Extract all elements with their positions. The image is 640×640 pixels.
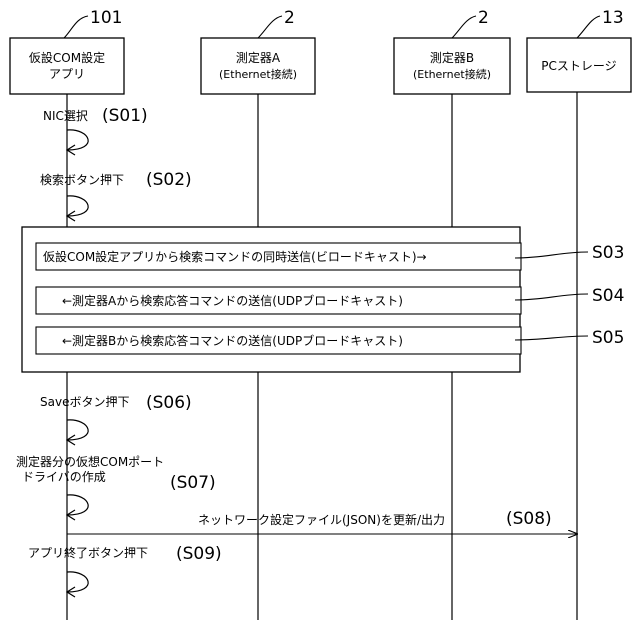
actor-box-device-b	[394, 38, 510, 94]
step-s03: 仮設COM設定アプリから検索コマンドの同時送信(ビロードキャスト)→ S03	[36, 243, 624, 270]
step-s02: 検索ボタン押下 (S02)	[40, 170, 192, 221]
step-s04-code: S04	[592, 286, 624, 306]
step-s01-label: NIC選択	[43, 109, 88, 123]
ref-leader-device-b	[452, 16, 476, 38]
step-s06-code: (S06)	[146, 393, 192, 413]
message-s05-text: ←測定器Bから検索応答コマンドの送信(UDPブロードキャスト)	[62, 333, 403, 348]
self-loop-s02	[67, 196, 88, 216]
self-loop-s07	[67, 495, 88, 515]
actor-box-app	[10, 38, 124, 94]
actor-box-device-a	[201, 38, 315, 94]
step-s02-code: (S02)	[146, 170, 192, 190]
step-s05: ←測定器Bから検索応答コマンドの送信(UDPブロードキャスト) S05	[36, 327, 624, 354]
actor-label-pc-storage: PCストレージ	[541, 59, 616, 73]
step-s09-label: アプリ終了ボタン押下	[28, 545, 148, 560]
message-s03-text: 仮設COM設定アプリから検索コマンドの同時送信(ビロードキャスト)→	[43, 249, 427, 264]
ref-number-device-a: 2	[284, 8, 295, 28]
step-s08-label: ネットワーク設定ファイル(JSON)を更新/出力	[198, 512, 445, 527]
ref-leader-app	[64, 16, 88, 38]
actor-device-b: 2 測定器B (Ethernet接続)	[394, 8, 510, 94]
step-s02-label: 検索ボタン押下	[40, 173, 124, 187]
actor-device-a: 2 測定器A (Ethernet接続)	[201, 8, 315, 94]
ref-number-device-b: 2	[478, 8, 489, 28]
self-loop-s09	[67, 572, 88, 592]
step-s01-code: (S01)	[102, 106, 148, 126]
step-s07-code: (S07)	[170, 473, 216, 493]
actor-label-device-b-line2: (Ethernet接続)	[413, 67, 491, 81]
self-loop-s06	[67, 420, 88, 440]
step-s09: アプリ終了ボタン押下 (S09)	[28, 544, 222, 597]
ref-leader-pc-storage	[577, 16, 600, 38]
actor-app: 101 仮設COM設定 アプリ	[10, 8, 124, 94]
step-s07-label-line2: ドライバの作成	[22, 470, 106, 484]
actor-label-device-b-line1: 測定器B	[430, 50, 474, 65]
ref-number-app: 101	[90, 8, 122, 28]
step-s04: ←測定器Aから検索応答コマンドの送信(UDPブロードキャスト) S04	[36, 286, 624, 314]
ref-leader-device-a	[258, 16, 282, 38]
step-s06-label: Saveボタン押下	[40, 395, 129, 409]
actor-label-device-a-line1: 測定器A	[236, 50, 281, 65]
ref-number-pc-storage: 13	[602, 8, 624, 28]
step-s01: NIC選択 (S01)	[43, 106, 148, 155]
step-s08: ネットワーク設定ファイル(JSON)を更新/出力 (S08)	[67, 509, 577, 534]
step-s03-code: S03	[592, 243, 624, 263]
step-s09-code: (S09)	[176, 544, 222, 564]
step-s06: Saveボタン押下 (S06)	[40, 393, 192, 445]
message-s04-text: ←測定器Aから検索応答コマンドの送信(UDPブロードキャスト)	[62, 293, 403, 308]
actor-label-app-line1: 仮設COM設定	[29, 50, 105, 65]
actor-pc-storage: 13 PCストレージ	[527, 8, 631, 92]
step-s07-label-line1: 測定器分の仮想COMポート	[16, 454, 164, 469]
actor-label-app-line2: アプリ	[49, 67, 85, 81]
step-s08-code: (S08)	[506, 509, 552, 529]
step-s05-code: S05	[592, 328, 624, 348]
step-s07: 測定器分の仮想COMポート ドライバの作成 (S07)	[16, 454, 216, 520]
self-loop-s01	[67, 130, 88, 150]
actor-label-device-a-line2: (Ethernet接続)	[219, 67, 297, 81]
